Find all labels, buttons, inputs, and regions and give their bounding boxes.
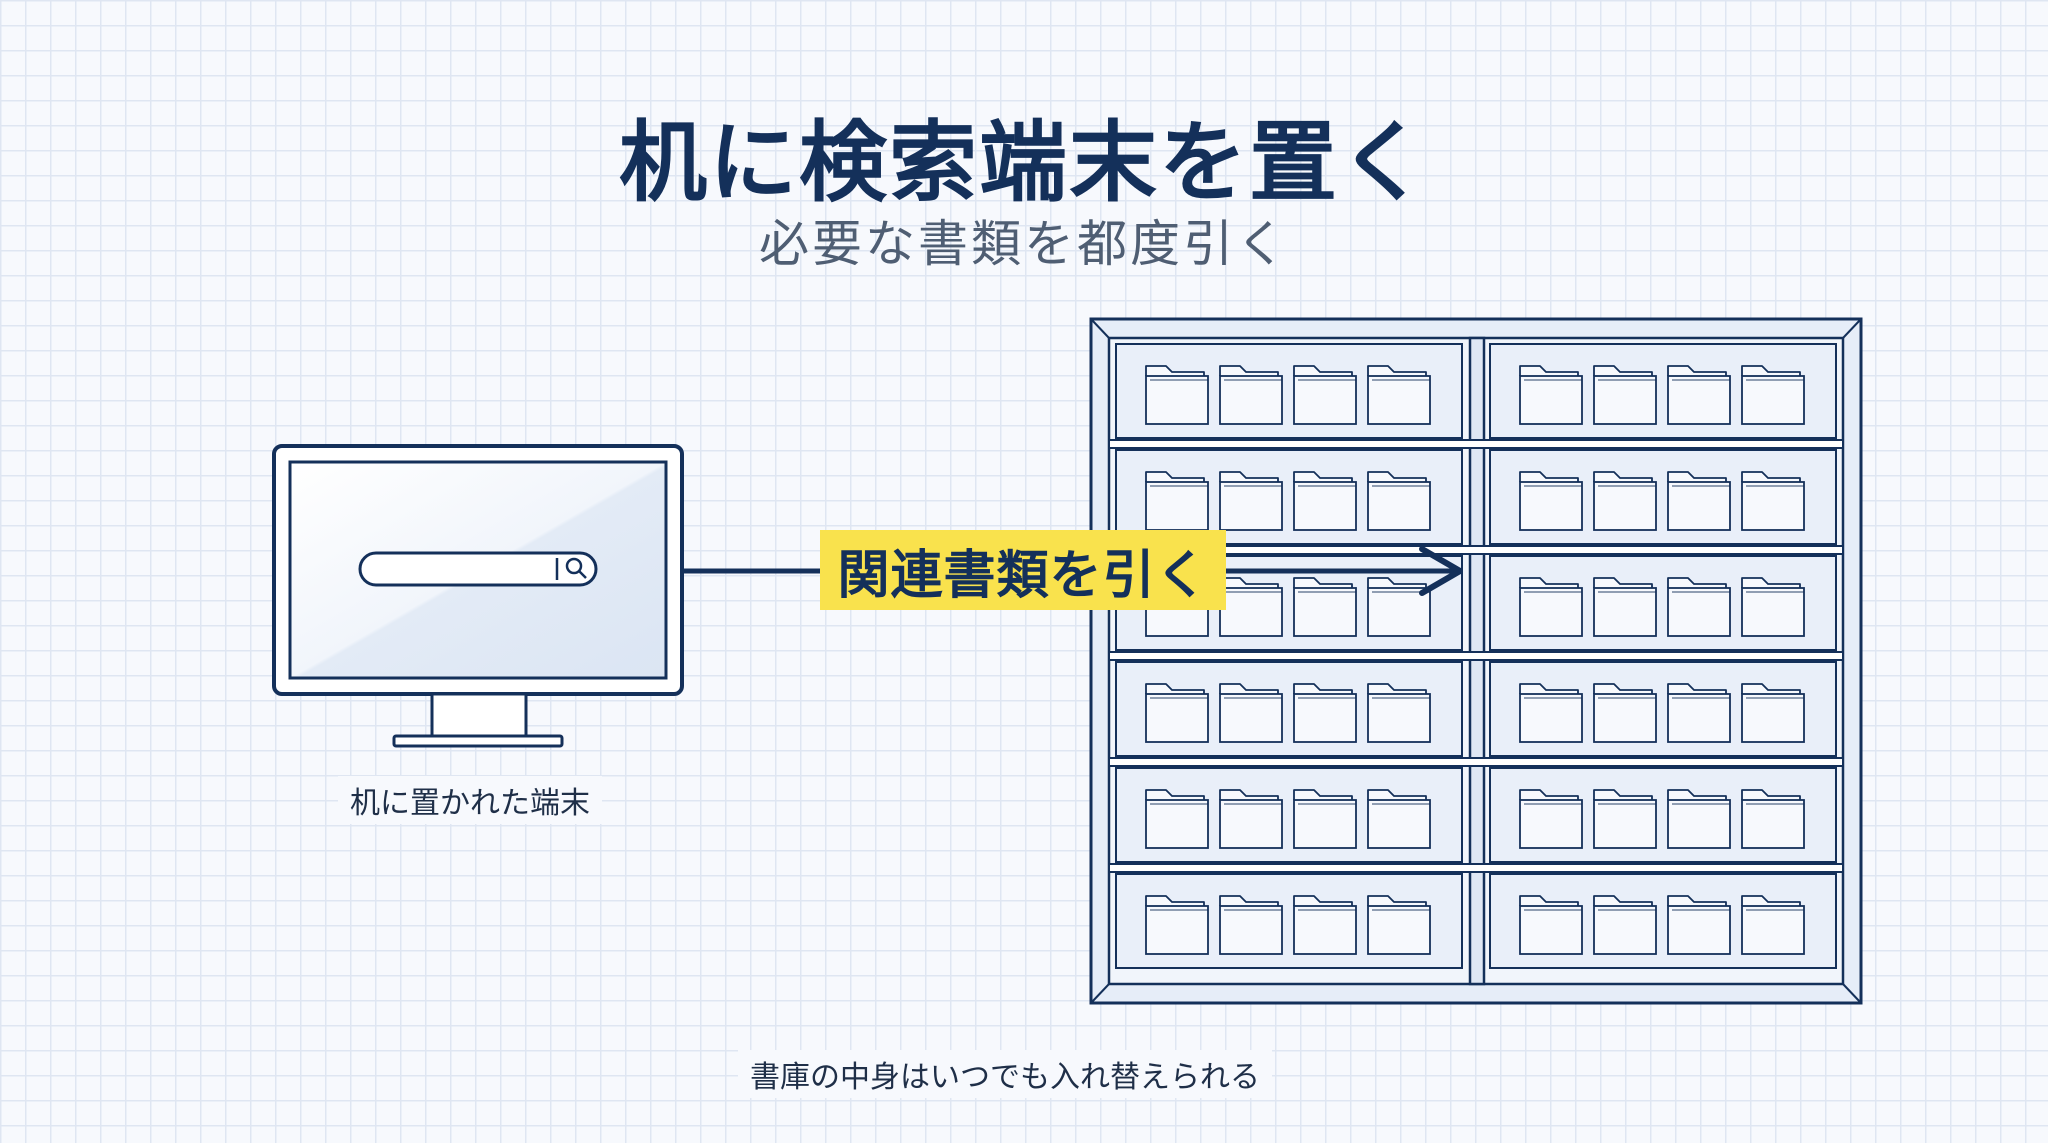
shelf-board (1108, 651, 1844, 661)
folder-icon (1145, 683, 1209, 743)
monitor-screen (288, 460, 668, 680)
folder-icon (1367, 895, 1431, 955)
folder-icon (1667, 683, 1731, 743)
folder-icon (1741, 365, 1805, 425)
folder-icon (1219, 895, 1283, 955)
folder-icon (1367, 365, 1431, 425)
folder-icon (1667, 895, 1731, 955)
folder-icon (1519, 365, 1583, 425)
page-title: 机に検索端末を置く (618, 111, 1429, 214)
folder-icon (1593, 577, 1657, 637)
folder-icon (1667, 577, 1731, 637)
fetch-arrow (682, 546, 1463, 596)
monitor (272, 444, 684, 748)
monitor-base (392, 734, 564, 748)
folder-icon (1219, 577, 1283, 637)
folder-icon (1293, 895, 1357, 955)
folder-icon (1593, 789, 1657, 849)
magnifier-icon[interactable] (555, 557, 587, 580)
folder-icon (1219, 365, 1283, 425)
arrow-label: 関連書類を引く (820, 530, 1226, 610)
monitor-caption: 机に置かれた端末 (338, 776, 602, 824)
folder-icon (1219, 789, 1283, 849)
folder-icon (1593, 471, 1657, 531)
folder-icon (1367, 471, 1431, 531)
folder-icon (1667, 471, 1731, 531)
folder-icon (1145, 471, 1209, 531)
folder-icon (1593, 895, 1657, 955)
folder-icon (1741, 683, 1805, 743)
folder-icon (1519, 471, 1583, 531)
shelf-caption: 書庫の中身はいつでも入れ替えられる (738, 1050, 1272, 1098)
folder-icon (1741, 789, 1805, 849)
shelf-board (1108, 757, 1844, 767)
arrowhead (1419, 546, 1463, 596)
folder-icon (1741, 577, 1805, 637)
folder-icon (1367, 789, 1431, 849)
folder-icon (1593, 683, 1657, 743)
folder-icon (1293, 577, 1357, 637)
shelf-board (1108, 439, 1844, 449)
shelf-cells (1108, 343, 1844, 969)
folder-icon (1667, 789, 1731, 849)
folder-icon (1145, 895, 1209, 955)
folder-icon (1741, 895, 1805, 955)
folder-icon (1293, 683, 1357, 743)
folder-icon (1519, 895, 1583, 955)
folder-icon (1367, 683, 1431, 743)
shelf-board (1108, 863, 1844, 873)
folder-icon (1293, 471, 1357, 531)
folder-icon (1593, 365, 1657, 425)
folder-icon (1741, 471, 1805, 531)
search-input[interactable] (358, 551, 598, 587)
folder-icon (1667, 365, 1731, 425)
folder-icon (1519, 789, 1583, 849)
folder-icon (1367, 577, 1431, 637)
bookshelf (1089, 317, 1863, 1005)
folder-icon (1145, 789, 1209, 849)
folder-icon (1519, 577, 1583, 637)
folder-icon (1145, 365, 1209, 425)
folder-icon (1219, 683, 1283, 743)
page-subtitle: 必要な書類を都度引く (759, 215, 1289, 273)
folder-icon (1219, 471, 1283, 531)
folder-icon (1293, 365, 1357, 425)
folder-icon (1519, 683, 1583, 743)
folder-icon (1293, 789, 1357, 849)
monitor-neck (430, 692, 528, 740)
